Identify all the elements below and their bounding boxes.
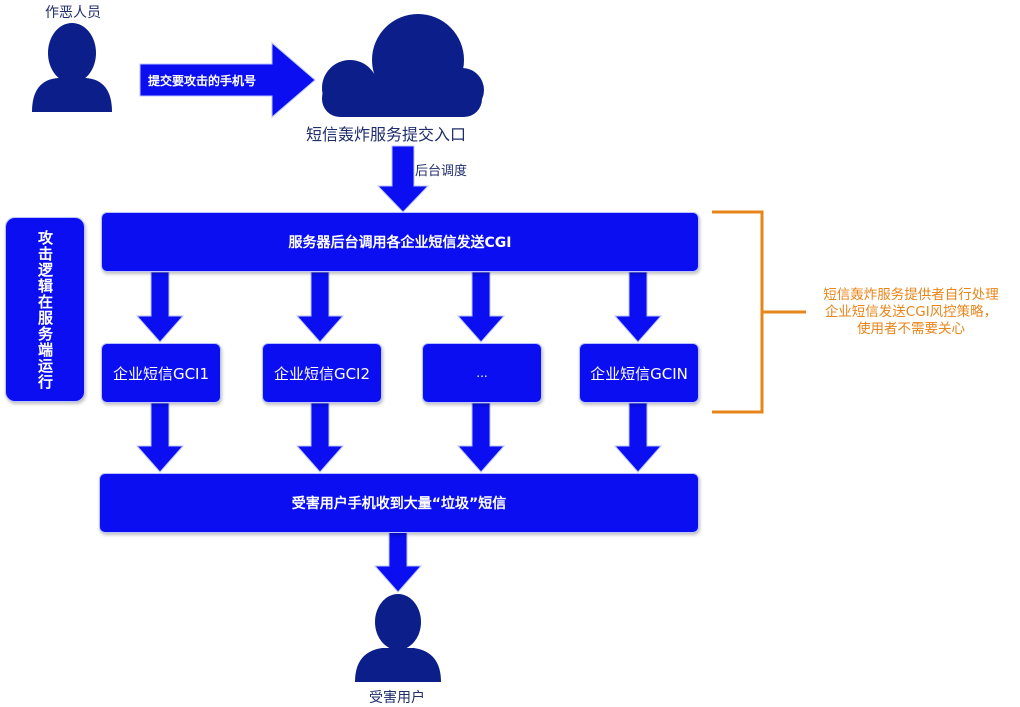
gateway-box-1: 企业短信GCI1 (101, 343, 221, 403)
gateway-box-2: 企业短信GCI2 (262, 343, 382, 403)
victim-person-icon (355, 594, 441, 682)
annotation-line-1: 短信轰炸服务提供者自行处理 (823, 287, 999, 303)
result-to-victim-arrow (373, 531, 423, 593)
gateway-label-1: 企业短信GCI1 (112, 364, 210, 383)
schedule-label: 后台调度 (415, 164, 468, 179)
backend-cgi-label: 服务器后台调用各企业短信发送CGI (288, 235, 512, 251)
victim-label: 受害用户 (369, 690, 425, 706)
service-entry-label: 短信轰炸服务提交入口 (306, 125, 467, 144)
attacker-person-icon (32, 23, 112, 112)
gateway-to-result-arrows (135, 402, 663, 473)
cloud-icon (322, 14, 484, 117)
risk-control-annotation: 短信轰炸服务提供者自行处理 企业短信发送CGI风控策略， 使用者不需要关心 (806, 287, 1016, 338)
gateway-label-ellipsis: ... (476, 366, 488, 380)
gateway-label-2: 企业短信GCI2 (273, 364, 371, 383)
arrow-to-gateway-n (613, 271, 663, 343)
victim-result-label: 受害用户手机收到大量“垃圾”短信 (291, 496, 507, 512)
arrow-from-gateway-1 (135, 402, 185, 473)
arrow-from-gateway-2 (295, 402, 345, 473)
gateway-box-ellipsis: ... (422, 343, 542, 403)
gateway-label-n: 企业短信GCIN (590, 364, 688, 383)
schedule-arrow (376, 145, 430, 213)
arrow-to-gateway-1 (135, 271, 185, 343)
server-side-panel: 攻击逻辑在服务端运行 (5, 217, 85, 402)
attacker-label: 作恶人员 (45, 5, 101, 21)
server-side-panel-label: 攻击逻辑在服务端运行 (36, 229, 54, 390)
backend-cgi-box: 服务器后台调用各企业短信发送CGI (101, 212, 699, 272)
arrow-to-gateway-2 (295, 271, 345, 343)
submit-arrow-label: 提交要攻击的手机号 (148, 74, 257, 88)
arrow-from-gateway-3 (456, 402, 506, 473)
submit-arrow (139, 41, 316, 119)
arrow-to-gateway-3 (456, 271, 506, 343)
backend-to-gateway-arrows (135, 271, 663, 343)
arrow-from-gateway-n (613, 402, 663, 473)
gateway-box-n: 企业短信GCIN (579, 343, 699, 403)
annotation-line-2: 企业短信发送CGI风控策略， (824, 304, 998, 320)
annotation-line-3: 使用者不需要关心 (857, 321, 965, 337)
victim-result-box: 受害用户手机收到大量“垃圾”短信 (99, 473, 699, 533)
annotation-bracket (712, 210, 806, 414)
